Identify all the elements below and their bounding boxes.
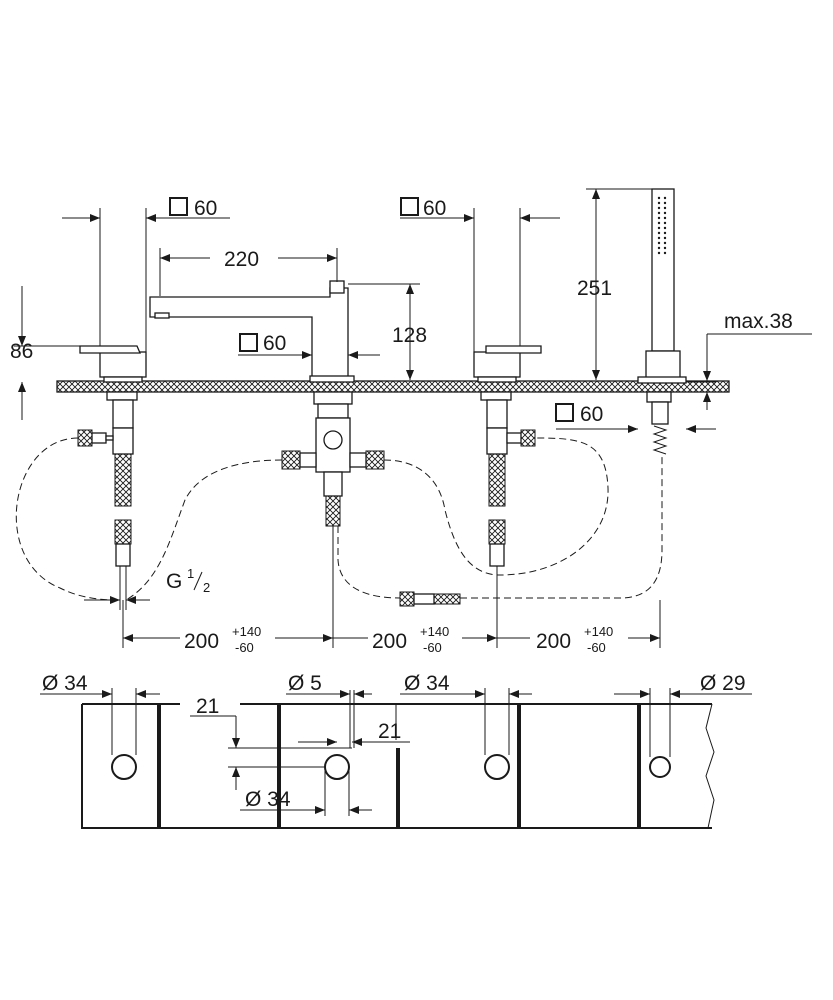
nozzle-dot	[663, 211, 667, 215]
hole-right	[484, 754, 510, 780]
dim-hole-c: Ø 34	[404, 672, 450, 695]
dimension-lines-top	[14, 188, 812, 648]
nozzle-dot	[663, 236, 667, 240]
spacing-3-plus: +140	[584, 624, 613, 639]
left-valve	[77, 345, 147, 610]
hole-left	[111, 754, 137, 780]
thread-label: G 1 2	[166, 566, 210, 595]
spacing-3-main: 200	[536, 630, 571, 653]
dim-hole-d: Ø 29	[700, 672, 746, 695]
nozzle-dot	[657, 231, 661, 235]
spacing-2-main: 200	[372, 630, 407, 653]
nozzle-dot	[657, 221, 661, 225]
nozzle-dot	[657, 226, 661, 230]
thread-denominator: 2	[203, 580, 210, 595]
spacing-1-plus: +140	[232, 624, 261, 639]
nozzle-dot	[657, 236, 661, 240]
extension-hose	[399, 591, 461, 607]
nozzle-dot	[657, 201, 661, 205]
nozzle-dot	[657, 246, 661, 250]
hand-shower-nozzles	[657, 196, 667, 255]
nozzle-dot	[663, 216, 667, 220]
spacing-2-minus: -60	[423, 640, 442, 655]
deck-holes	[111, 754, 671, 780]
nozzle-dot	[663, 246, 667, 250]
spacing-labels: 200 +140 -60 200 +140 -60 200 +140 -60	[184, 624, 613, 655]
nozzle-dot	[663, 221, 667, 225]
dim-handshower-height: 251	[577, 277, 612, 300]
dim-square-spout: 60	[263, 332, 286, 355]
spacing-2-plus: +140	[420, 624, 449, 639]
nozzle-dot	[663, 206, 667, 210]
right-valve	[473, 345, 542, 567]
dim-offset-vertical: 21	[196, 695, 219, 718]
spacing-1-main: 200	[184, 630, 219, 653]
nozzle-dot	[663, 226, 667, 230]
thread-g: G	[166, 570, 182, 593]
nozzle-dot	[657, 251, 661, 255]
nozzle-dot	[663, 231, 667, 235]
dim-max-deck: max.38	[724, 310, 793, 333]
nozzle-dot	[657, 216, 661, 220]
nozzle-dot	[657, 196, 661, 200]
spacing-3-minus: -60	[587, 640, 606, 655]
dim-hole-e: Ø 34	[245, 788, 291, 811]
thread-numerator: 1	[187, 566, 194, 581]
dim-spout-reach: 220	[224, 248, 259, 271]
dim-hole-a: Ø 34	[42, 672, 88, 695]
nozzle-dot	[657, 211, 661, 215]
nozzle-dot	[663, 241, 667, 245]
nozzle-dot	[657, 206, 661, 210]
nozzle-dot	[663, 196, 667, 200]
dim-square-handshower: 60	[580, 403, 603, 426]
spout	[149, 280, 385, 527]
nozzle-dot	[663, 251, 667, 255]
hole-handshower	[649, 756, 671, 778]
deck-plan	[81, 703, 715, 829]
dim-offset-horizontal: 21	[378, 720, 401, 743]
dim-square-left: 60	[194, 197, 217, 220]
nozzle-dot	[663, 201, 667, 205]
spacing-1-minus: -60	[235, 640, 254, 655]
hose-routes	[15, 437, 663, 601]
dimension-lines-bottom	[40, 688, 752, 816]
hole-center	[324, 754, 350, 780]
hand-shower	[637, 188, 687, 455]
deck-plate	[56, 380, 730, 393]
dim-lever-height: 86	[10, 340, 33, 363]
dim-hole-b: Ø 5	[288, 672, 322, 695]
dim-spout-height: 128	[392, 324, 427, 347]
nozzle-dot	[657, 241, 661, 245]
dim-square-right: 60	[423, 197, 446, 220]
